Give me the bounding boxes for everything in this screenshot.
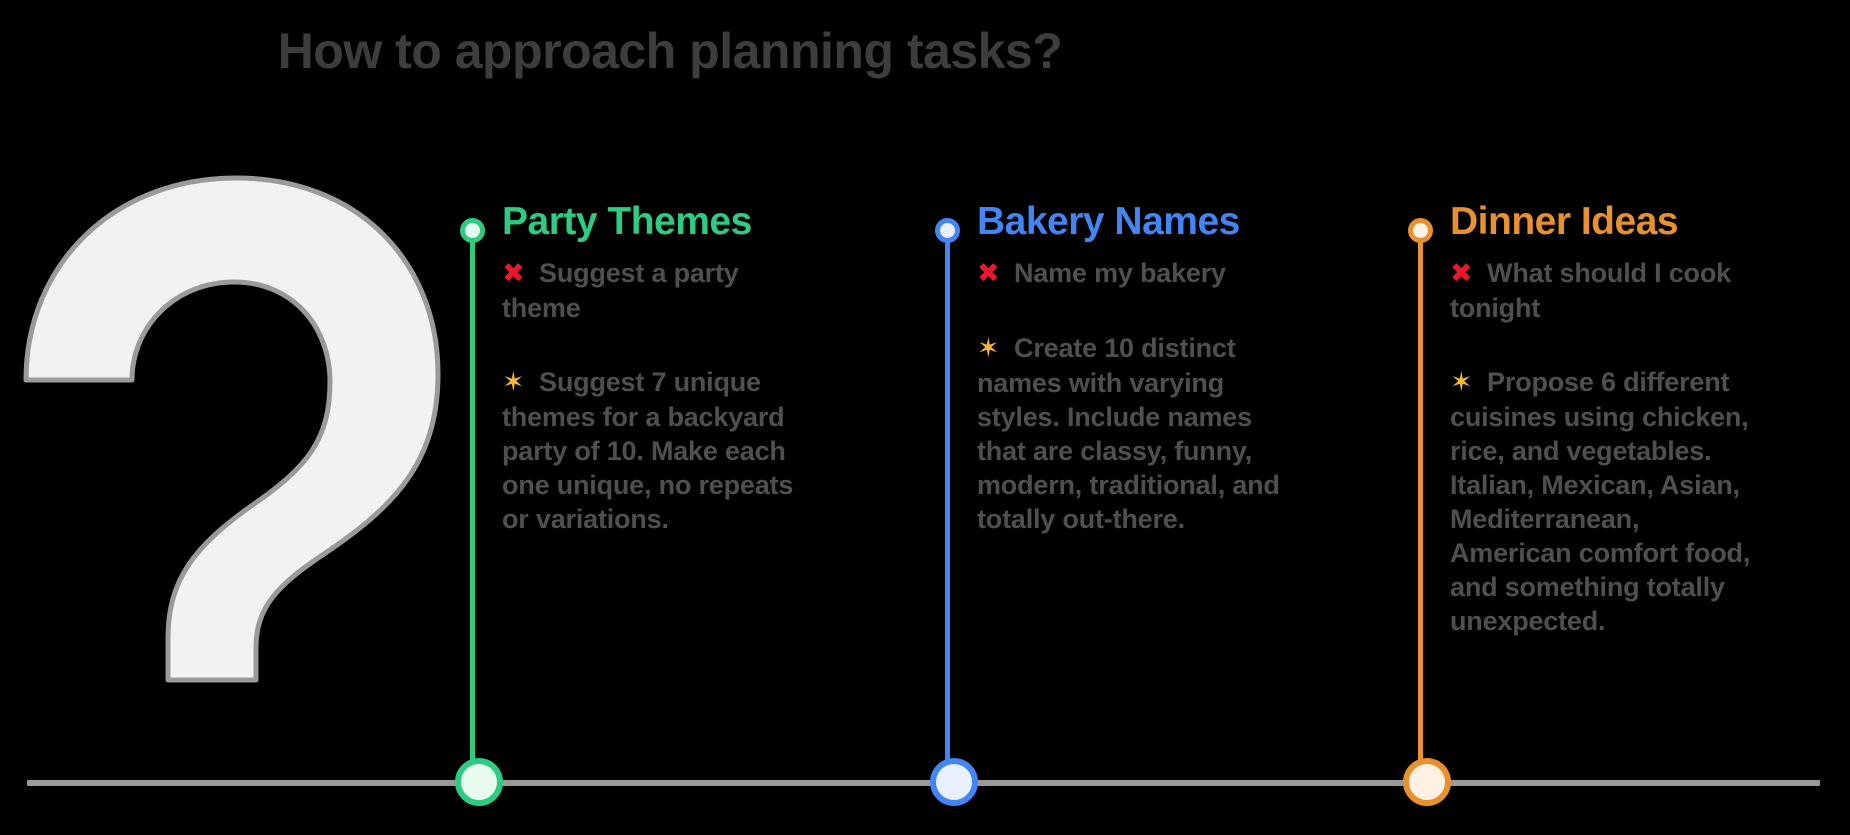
- sparkles-icon: ✶: [977, 333, 1000, 365]
- marker-top-dinner[interactable]: [1408, 218, 1433, 243]
- marker-bottom-dinner[interactable]: [1403, 758, 1451, 806]
- column-heading-bakery: Bakery Names: [977, 200, 1240, 243]
- column-body-bakery: ✖ Name my bakery ✶ Create 10 distinct na…: [977, 256, 1287, 536]
- bad-prompt-party: ✖ Suggest a party theme: [502, 256, 802, 325]
- bad-prompt-text: Name my bakery: [1014, 258, 1226, 288]
- good-prompt-dinner: ✶ Propose 6 different cuisines using chi…: [1450, 365, 1755, 638]
- sparkles-icon: ✶: [502, 367, 525, 399]
- sparkles-icon: ✶: [1450, 367, 1473, 399]
- column-heading-dinner: Dinner Ideas: [1450, 200, 1679, 243]
- marker-bottom-bakery[interactable]: [930, 758, 978, 806]
- bad-prompt-bakery: ✖ Name my bakery: [977, 256, 1287, 291]
- bad-prompt-text: What should I cook tonight: [1450, 258, 1731, 324]
- good-prompt-bakery: ✶ Create 10 distinct names with varying …: [977, 331, 1287, 536]
- marker-bottom-party[interactable]: [455, 758, 503, 806]
- page-title: How to approach planning tasks?: [277, 23, 1063, 79]
- connector-line-dinner: [1418, 232, 1423, 782]
- marker-top-party[interactable]: [460, 218, 485, 243]
- bad-prompt-text: Suggest a party theme: [502, 258, 739, 324]
- column-body-party: ✖ Suggest a party theme ✶ Suggest 7 uniq…: [502, 256, 802, 536]
- timeline-baseline: [27, 780, 1820, 786]
- good-prompt-text: Suggest 7 unique themes for a backyard p…: [502, 367, 794, 535]
- good-prompt-text: Propose 6 different cuisines using chick…: [1450, 367, 1751, 637]
- cross-mark-icon: ✖: [502, 258, 525, 289]
- column-heading-party: Party Themes: [502, 200, 752, 243]
- good-prompt-party: ✶ Suggest 7 unique themes for a backyard…: [502, 365, 802, 536]
- marker-top-bakery[interactable]: [935, 218, 960, 243]
- cross-mark-icon: ✖: [977, 258, 1000, 289]
- cross-mark-icon: ✖: [1450, 258, 1473, 289]
- question-mark-icon: [18, 168, 448, 708]
- bad-prompt-dinner: ✖ What should I cook tonight: [1450, 256, 1755, 325]
- good-prompt-text: Create 10 distinct names with varying st…: [977, 333, 1280, 535]
- column-body-dinner: ✖ What should I cook tonight ✶ Propose 6…: [1450, 256, 1755, 638]
- connector-line-party: [470, 232, 475, 782]
- connector-line-bakery: [945, 232, 950, 782]
